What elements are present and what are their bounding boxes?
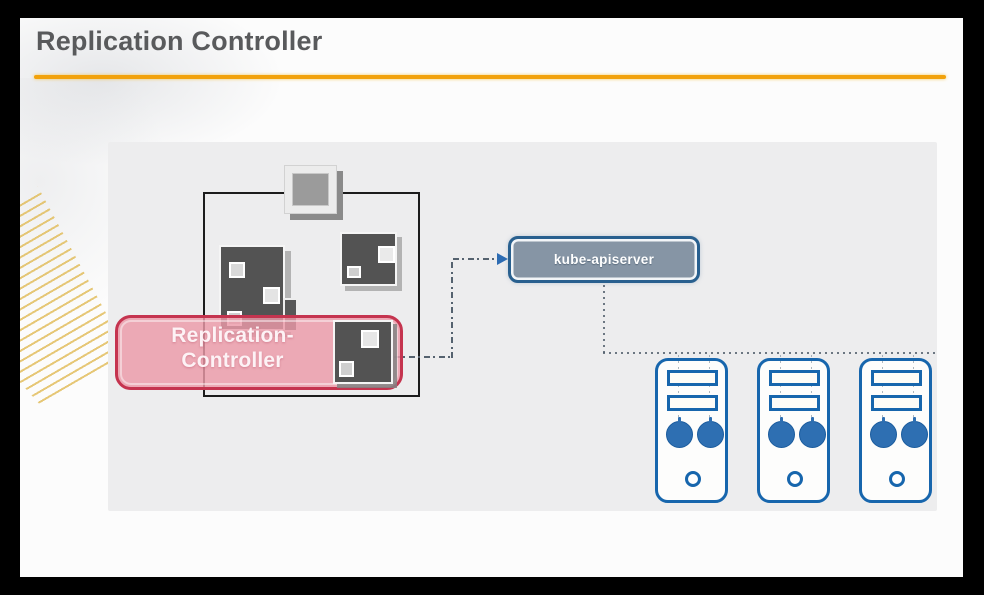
container-square-icon: [361, 330, 379, 348]
pod-scheduling-dropline: [882, 355, 884, 427]
replication-controller-label-line2: Controller: [181, 349, 284, 372]
pod-scheduling-dropline: [811, 355, 813, 427]
pod-scheduling-dropline: [709, 355, 711, 427]
node-pod-knob-icon: [697, 417, 724, 448]
master-node-icon: [284, 165, 343, 220]
worker-node-icon: [757, 355, 830, 503]
container-square-icon: [339, 361, 354, 377]
diagonal-hatch-decoration: [20, 186, 108, 404]
kube-apiserver-box: kube-apiserver: [508, 236, 700, 283]
server-slot-icon: [667, 370, 718, 386]
container-square-icon: [263, 287, 280, 304]
pod-scheduling-dropline: [913, 355, 915, 427]
master-node-inner-square: [292, 173, 329, 206]
pod-scheduling-dropline: [678, 355, 680, 427]
kube-apiserver-label: kube-apiserver: [553, 252, 655, 267]
worker-node-icon: [859, 355, 932, 503]
apiserver-to-nodes-connector-vertical: [603, 285, 605, 353]
server-slot-icon: [667, 395, 718, 411]
worker-nodes-row: [655, 355, 932, 503]
pod-scheduling-dropline: [780, 355, 782, 427]
title-underline: [34, 75, 946, 79]
server-slot-icon: [769, 370, 820, 386]
server-port-circle-icon: [685, 471, 701, 487]
slide: Replication Controller Replication- Cont…: [20, 18, 963, 577]
replication-controller-label: Replication- Controller: [120, 323, 345, 373]
node-pod-knob-icon: [666, 417, 693, 448]
apiserver-to-nodes-connector-horizontal: [603, 352, 935, 354]
node-pod-knob-icon: [768, 417, 795, 448]
container-square-icon: [229, 262, 245, 278]
server-port-circle-icon: [787, 471, 803, 487]
server-slot-icon: [871, 370, 922, 386]
replication-controller-label-line1: Replication-: [171, 324, 294, 347]
rc-to-apiserver-connector-horizontal: [453, 258, 497, 260]
node-pod-knob-icon: [901, 417, 928, 448]
page-title: Replication Controller: [36, 26, 323, 56]
worker-node-icon: [655, 355, 728, 503]
pod-icon: [340, 232, 397, 286]
server-slot-icon: [871, 395, 922, 411]
container-square-icon: [347, 266, 361, 278]
pod-icon: [333, 320, 393, 384]
server-slot-icon: [769, 395, 820, 411]
node-pod-knob-icon: [870, 417, 897, 448]
master-node-body: [284, 165, 337, 214]
rc-to-apiserver-connector-vertical: [451, 259, 453, 358]
replication-controller-inner-ring: [120, 320, 398, 385]
container-square-icon: [378, 246, 395, 263]
rc-to-apiserver-connector-horizontal: [394, 356, 452, 358]
server-port-circle-icon: [889, 471, 905, 487]
arrowhead-icon: [497, 253, 508, 265]
node-pod-knob-icon: [799, 417, 826, 448]
